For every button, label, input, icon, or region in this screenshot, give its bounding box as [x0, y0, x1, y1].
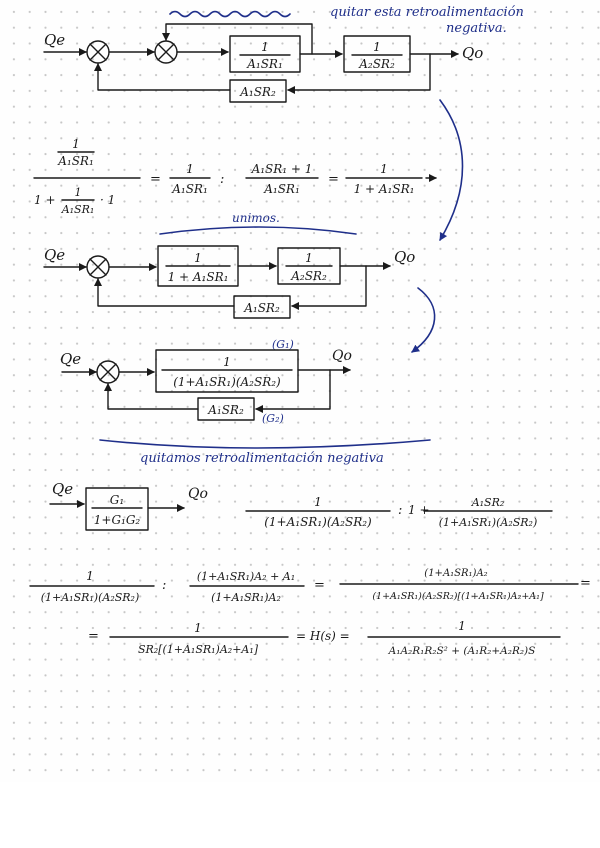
svg-text:(1+A₁SR₁)(A₂SR₂)[(1+A₁SR₁)A₂+A: (1+A₁SR₁)(A₂SR₂)[(1+A₁SR₁)A₂+A₁]: [372, 591, 544, 602]
svg-text:1 + A₁SR₁: 1 + A₁SR₁: [168, 270, 229, 284]
feedback-block: [233, 295, 291, 319]
svg-text:A₁SR₁: A₁SR₁: [246, 57, 283, 71]
svg-text:· 1: · 1: [100, 193, 115, 207]
svg-text::: :: [162, 578, 166, 593]
svg-text:1 + A₁SR₁: 1 + A₁SR₁: [354, 182, 415, 196]
svg-text::: :: [220, 172, 224, 187]
svg-text:A₁SR₁: A₁SR₁: [61, 203, 95, 216]
block-diagram-3: (G₁) Qe 1 (1+A₁SR₁)(A₂SR₂) Qo A₁SR₂ (G₂): [60, 338, 352, 425]
svg-text:1: 1: [75, 186, 82, 199]
equation-1: 1 A₁SR₁ 1 + 1 A₁SR₁ · 1 = 1 A₁SR₁ : A₁SR…: [33, 137, 437, 216]
annotation-negativa: negativa.: [446, 21, 507, 36]
svg-text:1: 1: [223, 355, 231, 369]
svg-text:A₁SR₂: A₁SR₂: [207, 403, 244, 417]
annotation-quitar: quitar esta retroalimentación: [330, 5, 524, 20]
g1-label: (G₁): [272, 338, 294, 351]
svg-text:A₁SR₂: A₁SR₂: [239, 85, 276, 99]
svg-text:Qo: Qo: [394, 248, 415, 266]
svg-text:1 +: 1 +: [34, 193, 56, 207]
annotation-unimos: unimos.: [232, 211, 280, 225]
svg-text:1: 1: [186, 162, 194, 176]
g2-label: (G₂): [262, 412, 284, 425]
svg-text:Qe: Qe: [60, 350, 81, 368]
equation-4: = 1 SR₂[(1+A₁SR₁)A₂+A₁] = H(s) = 1 A₁A₂R…: [88, 619, 561, 657]
svg-text:A₁A₂R₁R₂S² + (A₁R₂+A₂R₂)S: A₁A₂R₁R₂S² + (A₁R₂+A₂R₂)S: [388, 645, 536, 657]
svg-text:=: =: [580, 576, 591, 591]
annotation-quitamos: quitamos retroalimentación negativa: [140, 451, 384, 466]
svg-text:1: 1: [458, 619, 466, 633]
svg-text:(1+A₁SR₁)A₂ + A₁: (1+A₁SR₁)A₂ + A₁: [197, 570, 295, 583]
svg-text:1: 1: [305, 251, 313, 265]
svg-text:A₁SR₁: A₁SR₁: [171, 182, 208, 196]
equation-2: 1 (1+A₁SR₁)(A₂SR₂) : 1 + A₁SR₂ (1+A₁SR₁)…: [245, 495, 553, 529]
svg-text:A₂SR₂: A₂SR₂: [358, 57, 395, 71]
svg-text:A₁SR₂: A₁SR₂: [243, 301, 280, 315]
page-bottom-margin: [0, 782, 600, 848]
svg-text:=: =: [328, 172, 339, 187]
svg-text:Qo: Qo: [188, 486, 208, 502]
output-label: Qo: [462, 44, 483, 62]
svg-text:Qe: Qe: [44, 246, 65, 264]
block-diagram-2: Qe 1 1 + A₁SR₁ 1 A₂SR₂ Qo A₁SR₂: [43, 245, 415, 319]
svg-text:(1+A₁SR₁)(A₂SR₂): (1+A₁SR₁)(A₂SR₂): [173, 375, 281, 389]
svg-text:1: 1: [72, 137, 80, 151]
svg-text:1: 1: [314, 495, 322, 509]
svg-text:Qo: Qo: [332, 348, 352, 364]
svg-text:=: =: [88, 629, 99, 644]
annotation-bracket: [99, 439, 431, 449]
svg-text:A₁SR₂: A₁SR₂: [471, 496, 505, 509]
svg-text:A₁SR₁: A₁SR₁: [263, 182, 300, 196]
svg-text:1: 1: [86, 569, 94, 583]
svg-text:(1+A₁SR₁)(A₂SR₂): (1+A₁SR₁)(A₂SR₂): [264, 515, 372, 529]
svg-text:1: 1: [194, 251, 202, 265]
feedback-block: [229, 79, 287, 103]
svg-text:SR₂[(1+A₁SR₁)A₂+A₁]: SR₂[(1+A₁SR₁)A₂+A₁]: [138, 643, 259, 656]
svg-text:A₁SR₁ + 1: A₁SR₁ + 1: [251, 162, 313, 176]
svg-text:(1+A₁SR₁)(A₂SR₂): (1+A₁SR₁)(A₂SR₂): [439, 516, 538, 529]
svg-text::: :: [398, 503, 402, 518]
svg-text:(1+A₁SR₁)A₂: (1+A₁SR₁)A₂: [424, 568, 487, 579]
svg-text:1: 1: [194, 621, 202, 635]
svg-text:1: 1: [373, 40, 381, 54]
unimos-bracket: [159, 226, 357, 235]
block-diagram-1: Qe 1 A₁SR₁ 1 A₂SR₂ Qo A₁SR₂: [43, 23, 483, 103]
input-label: Qe: [44, 31, 65, 49]
svg-text:1 +: 1 +: [408, 503, 430, 517]
svg-text:1+G₁G₂: 1+G₁G₂: [94, 513, 141, 527]
svg-text:A₁SR₁: A₁SR₁: [57, 154, 94, 168]
svg-text:Qe: Qe: [52, 480, 73, 498]
svg-text:1: 1: [380, 162, 388, 176]
transition-arrow: [411, 287, 436, 353]
svg-text:=: =: [314, 578, 325, 593]
svg-text:(1+A₁SR₁)A₂: (1+A₁SR₁)A₂: [211, 591, 281, 604]
block-diagram-4: Qe G₁ 1+G₁G₂ Qo: [49, 480, 208, 531]
svg-text:1: 1: [261, 40, 269, 54]
svg-text:A₂SR₂: A₂SR₂: [290, 269, 327, 283]
svg-text:G₁: G₁: [110, 493, 124, 507]
underline-squiggle: [169, 10, 291, 18]
transition-arrow: [439, 99, 464, 241]
block-equivalent: [85, 487, 149, 531]
svg-text:= H(s) =: = H(s) =: [296, 629, 350, 643]
svg-text:(1+A₁SR₁)(A₂SR₂): (1+A₁SR₁)(A₂SR₂): [41, 591, 140, 604]
block-forward: [155, 349, 299, 393]
equation-3: 1 (1+A₁SR₁)(A₂SR₂) : (1+A₁SR₁)A₂ + A₁ (1…: [29, 568, 591, 604]
svg-text:=: =: [150, 172, 161, 187]
